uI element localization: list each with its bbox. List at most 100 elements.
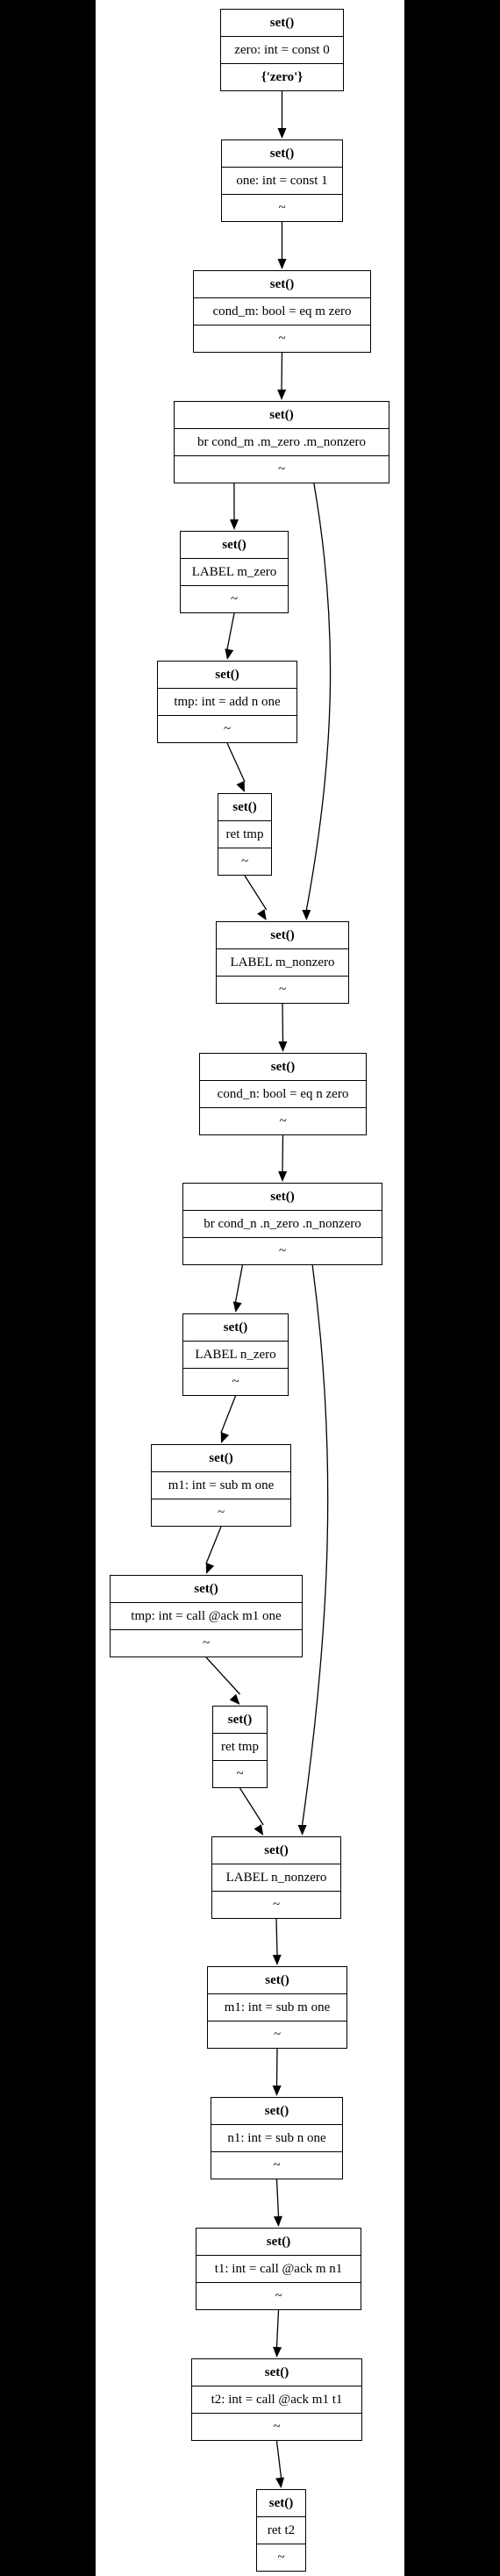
edge-line — [275, 2309, 280, 2348]
node-instruction: t2: int = call @ack m1 t1 — [192, 2386, 361, 2413]
edge-line — [234, 1264, 244, 1303]
node-title: set() — [215, 668, 239, 682]
arrowhead — [257, 909, 267, 920]
edge-n1-n2 — [277, 222, 287, 269]
edge-line — [275, 2179, 280, 2217]
node-footer: ~ — [194, 325, 370, 352]
node-instruction: tmp: int = call @ack m1 one — [111, 1602, 302, 1629]
arrowhead — [277, 128, 287, 139]
node-instruction: LABEL n_zero — [183, 1341, 288, 1368]
node-footer: ~ — [257, 2544, 305, 2571]
node-label-m-zero: set() LABEL m_zero ~ — [180, 531, 289, 613]
edge-n6-n7 — [244, 875, 268, 920]
node-call-ack-t1: set() t1: int = call @ack m n1 ~ — [196, 2228, 361, 2310]
edge-line — [275, 1918, 278, 1956]
edge-line — [239, 1787, 264, 1826]
node-branch-n: set() br cond_n .n_zero .n_nonzero ~ — [182, 1183, 382, 1265]
edge-n8-n9 — [278, 1134, 288, 1182]
arrowhead — [302, 910, 311, 920]
node-footer: ~ — [217, 976, 348, 1003]
arrowhead — [297, 1825, 307, 1835]
node-footer: ~ — [200, 1107, 366, 1134]
edge-n7-n8 — [278, 1003, 288, 1052]
node-footer: ~ — [183, 1368, 288, 1395]
edge-n0-n1 — [277, 91, 287, 139]
edge-line — [282, 1003, 284, 1042]
arrowhead — [273, 2215, 282, 2227]
node-instruction: one: int = const 1 — [222, 167, 342, 194]
node-title: set() — [269, 277, 295, 291]
node-cond-n: set() cond_n: bool = eq n zero ~ — [199, 1053, 367, 1135]
node-label-n-zero: set() LABEL n_zero ~ — [182, 1313, 289, 1396]
node-instruction: ret tmp — [218, 820, 271, 848]
node-label-n-nonzero: set() LABEL n_nonzero ~ — [211, 1836, 341, 1919]
node-footer: ~ — [111, 1629, 302, 1657]
node-instruction: ret t2 — [257, 2516, 305, 2544]
arrowhead — [232, 1301, 242, 1313]
node-footer: ~ — [183, 1237, 382, 1264]
node-title: set() — [270, 1060, 296, 1074]
arrowhead — [220, 1432, 230, 1443]
node-instruction: br cond_n .n_zero .n_nonzero — [183, 1210, 382, 1237]
node-title: set() — [209, 1451, 233, 1465]
node-footer: ~ — [208, 2021, 346, 2048]
node-add-tmp: set() tmp: int = add n one ~ — [157, 661, 297, 743]
node-sub-m1-b: set() m1: int = sub m one ~ — [207, 1966, 347, 2049]
node-title: set() — [194, 1582, 218, 1596]
edge-line — [275, 2048, 278, 2086]
node-instruction: cond_m: bool = eq m zero — [194, 297, 370, 325]
node-title: set() — [266, 2235, 291, 2249]
node-instruction: ret tmp — [213, 1733, 267, 1760]
edge-line — [226, 612, 235, 650]
node-label-m-nonzero: set() LABEL m_nonzero ~ — [216, 921, 349, 1004]
node-title: set() — [264, 2104, 289, 2118]
node-title: set() — [269, 16, 295, 30]
node-instruction: n1: int = sub n one — [211, 2124, 342, 2151]
edge-line — [301, 1264, 329, 1826]
node-instruction: zero: int = const 0 — [221, 36, 343, 63]
node-title: set() — [270, 928, 295, 942]
node-ret-tmp-m: set() ret tmp ~ — [218, 793, 272, 876]
node-footer: ~ — [212, 1891, 340, 1918]
node-footer: ~ — [152, 1499, 290, 1526]
node-title: set() — [223, 1320, 248, 1335]
node-footer: ~ — [218, 848, 271, 875]
arrowhead — [272, 1954, 282, 1965]
edge-n9-n14 — [297, 1264, 329, 1835]
edge-n4-n5 — [225, 612, 235, 660]
node-instruction: LABEL m_nonzero — [217, 948, 348, 976]
arrowhead — [229, 1693, 240, 1705]
edge-n2-n3 — [277, 352, 287, 400]
node-sub-n1: set() n1: int = sub n one ~ — [211, 2097, 343, 2179]
node-instruction: br cond_m .m_zero .m_nonzero — [175, 428, 389, 455]
edge-n11-n12 — [205, 1526, 222, 1574]
node-instruction: cond_n: bool = eq n zero — [200, 1080, 366, 1107]
node-footer: ~ — [211, 2151, 342, 2179]
node-instruction: LABEL m_zero — [181, 558, 288, 585]
arrowhead — [254, 1824, 264, 1835]
node-footer: {'zero'} — [221, 63, 343, 90]
arrowhead — [205, 1563, 215, 1574]
edge-n3-n7 — [302, 483, 332, 920]
node-title: set() — [264, 2365, 289, 2379]
node-footer: ~ — [196, 2282, 361, 2309]
node-instruction: t1: int = call @ack m n1 — [196, 2255, 361, 2282]
edge-n9-n10 — [232, 1264, 244, 1313]
arrowhead — [229, 519, 239, 530]
edge-n12-n13 — [205, 1657, 240, 1705]
edge-n18-n19 — [275, 2440, 285, 2488]
edge-n16-n17 — [273, 2179, 282, 2227]
edge-n5-n6 — [226, 742, 246, 792]
node-footer: ~ — [158, 715, 296, 742]
node-instruction: m1: int = sub m one — [208, 1993, 346, 2021]
edge-line — [282, 1134, 284, 1172]
edge-n17-n18 — [273, 2309, 282, 2358]
node-branch-m: set() br cond_m .m_zero .m_nonzero ~ — [174, 401, 389, 483]
node-title: set() — [268, 2496, 294, 2510]
node-ret-t2: set() ret t2 ~ — [256, 2489, 306, 2572]
node-title: set() — [227, 1713, 253, 1727]
node-one-const: set() one: int = const 1 ~ — [221, 140, 343, 222]
edge-n14-n15 — [272, 1918, 282, 1965]
node-footer: ~ — [222, 194, 342, 221]
